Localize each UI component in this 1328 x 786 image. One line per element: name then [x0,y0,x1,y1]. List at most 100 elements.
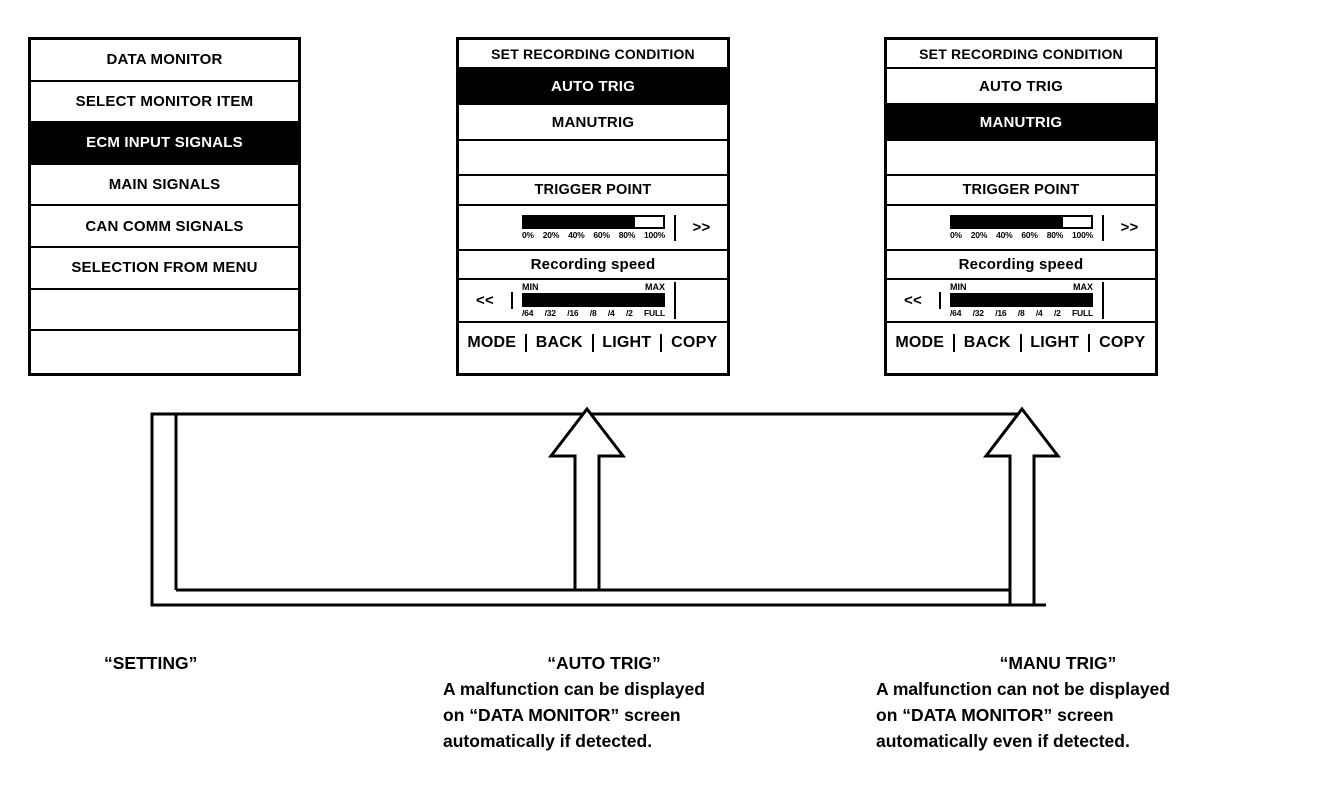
manu-trig-label: MANUTRIG [551,113,635,131]
caption-manu-line-2: on “DATA MONITOR” screen [876,705,1114,725]
recording-speed-row: << MIN MAX /64 /32 /16 /8 /4 /2 FULL [887,280,1155,323]
caption-auto-trig: “AUTO TRIG” A malfunction can be display… [443,650,765,754]
speed-tick: /16 [995,308,1007,318]
menu-row-3[interactable]: MAIN SIGNALS [31,165,298,207]
scale-tick: 20% [542,229,560,240]
scale-tick: 60% [593,229,610,240]
softkey-label: MODE [895,334,945,351]
menu-row-2-selected[interactable]: ECM INPUT SIGNALS [31,123,298,165]
caption-manu-line-3: automatically even if detected. [876,731,1130,751]
prev-arrow-icon: << [904,292,922,309]
next-arrow-icon: >> [1120,219,1139,236]
recording-speed-scale: /64 /32 /16 /8 /4 /2 FULL [522,308,665,319]
panel-title-label: SET RECORDING CONDITION [491,45,695,62]
speed-tick: FULL [644,308,665,318]
scale-tick: 40% [568,229,585,240]
softkey-back[interactable]: BACK [955,334,1022,352]
next-button[interactable]: >> [1104,219,1155,236]
menu-row-4[interactable]: CAN COMM SIGNALS [31,206,298,248]
trigger-point-row: 0% 20% 40% 60% 80% 100% >> [887,206,1155,251]
speed-tick: /4 [607,308,615,318]
softkey-row: MODE BACK LIGHT COPY [459,323,727,363]
speed-tick: /64 [522,308,534,318]
trigger-point-gauge-cell[interactable]: 0% 20% 40% 60% 80% 100% [941,214,1104,241]
speed-tick: /8 [1017,308,1025,318]
softkey-light[interactable]: LIGHT [1022,334,1090,352]
prev-button[interactable]: << [887,292,941,309]
softkey-copy[interactable]: COPY [1090,334,1156,352]
caption-manu-line-1: A malfunction can not be displayed [876,679,1170,699]
softkey-light[interactable]: LIGHT [594,334,662,352]
trigger-point-scale: 0% 20% 40% 60% 80% 100% [950,230,1093,241]
auto-trig-option-selected[interactable]: AUTO TRIG [459,69,727,105]
softkey-mode[interactable]: MODE [887,334,955,352]
menu-row-6-empty[interactable] [31,290,298,332]
manu-trig-option-selected[interactable]: MANUTRIG [887,105,1155,141]
caption-manu-trig: “MANU TRIG” A malfunction can not be dis… [876,650,1240,754]
menu-row-7-empty[interactable] [31,331,298,373]
menu-row-1[interactable]: SELECT MONITOR ITEM [31,82,298,124]
menu-row-0[interactable]: DATA MONITOR [31,40,298,82]
speed-tick: /16 [567,308,579,318]
trigger-point-gauge-fill [952,216,1064,227]
arrow-manu-trig [982,406,1062,607]
trigger-point-scale: 0% 20% 40% 60% 80% 100% [522,230,665,241]
trigger-point-gauge[interactable] [950,214,1093,229]
panel-title-label: SET RECORDING CONDITION [919,45,1123,62]
recording-speed-gauge-fill [952,295,1091,305]
setting-stem [152,412,178,590]
recording-speed-gauge[interactable] [950,293,1093,307]
prev-button[interactable]: << [459,292,513,309]
softkey-mode[interactable]: MODE [459,334,527,352]
speed-tick: /8 [589,308,597,318]
trigger-point-gauge[interactable] [522,214,665,229]
recording-speed-gauge-cell[interactable]: MIN MAX /64 /32 /16 /8 /4 /2 FULL [941,282,1104,319]
recording-speed-heading: Recording speed [459,251,727,280]
menu-row-label: CAN COMM SIGNALS [85,217,244,235]
menu-row-label: SELECT MONITOR ITEM [75,92,254,110]
scale-tick: 80% [618,229,636,240]
trigger-point-gauge-cell[interactable]: 0% 20% 40% 60% 80% 100% [513,214,676,241]
softkey-copy[interactable]: COPY [662,334,728,352]
prev-arrow-icon: << [476,292,494,309]
trigger-point-row: 0% 20% 40% 60% 80% 100% >> [459,206,727,251]
caption-auto-line-1: A malfunction can be displayed [443,679,705,699]
menu-row-label: ECM INPUT SIGNALS [86,134,243,152]
recording-speed-gauge-cell[interactable]: MIN MAX /64 /32 /16 /8 /4 /2 FULL [513,282,676,319]
menu-row-5[interactable]: SELECTION FROM MENU [31,248,298,290]
set-recording-condition-panel-auto: SET RECORDING CONDITION AUTO TRIG MANUTR… [456,37,730,376]
trigger-point-heading: TRIGGER POINT [887,176,1155,206]
scale-tick: 40% [996,229,1013,240]
manu-trig-option[interactable]: MANUTRIG [459,105,727,141]
recording-speed-label: Recording speed [530,256,656,273]
recording-speed-minmax: MIN MAX [950,282,1093,292]
next-arrow-icon: >> [692,219,711,236]
panel-title: SET RECORDING CONDITION [887,40,1155,69]
speed-tick: FULL [1072,308,1093,318]
panel-title: SET RECORDING CONDITION [459,40,727,69]
manu-trig-label: MANUTRIG [979,113,1063,131]
recording-speed-label: Recording speed [958,256,1084,273]
recording-speed-gauge[interactable] [522,293,665,307]
speed-tick: /2 [1053,308,1061,318]
data-monitor-menu-panel: DATA MONITOR SELECT MONITOR ITEM ECM INP… [28,37,301,376]
softkey-label: BACK [535,334,583,351]
caption-setting: “SETTING” [104,650,197,676]
softkey-back[interactable]: BACK [527,334,594,352]
softkey-label: LIGHT [1030,334,1080,351]
arrow-auto-trig [547,406,627,592]
caption-auto-header: “AUTO TRIG” [547,653,661,673]
next-button[interactable]: >> [676,219,727,236]
blank-row [459,141,727,176]
scale-tick: 100% [1072,229,1093,240]
caption-auto-line-3: automatically if detected. [443,731,653,751]
set-recording-condition-panel-manu: SET RECORDING CONDITION AUTO TRIG MANUTR… [884,37,1158,376]
softkey-row: MODE BACK LIGHT COPY [887,323,1155,363]
recording-speed-row: << MIN MAX /64 /32 /16 /8 /4 /2 FULL [459,280,727,323]
recording-speed-heading: Recording speed [887,251,1155,280]
auto-trig-option[interactable]: AUTO TRIG [887,69,1155,105]
recording-speed-gauge-fill [524,295,663,305]
softkey-label: COPY [1099,334,1146,351]
trigger-point-label: TRIGGER POINT [962,182,1080,198]
trigger-point-heading: TRIGGER POINT [459,176,727,206]
